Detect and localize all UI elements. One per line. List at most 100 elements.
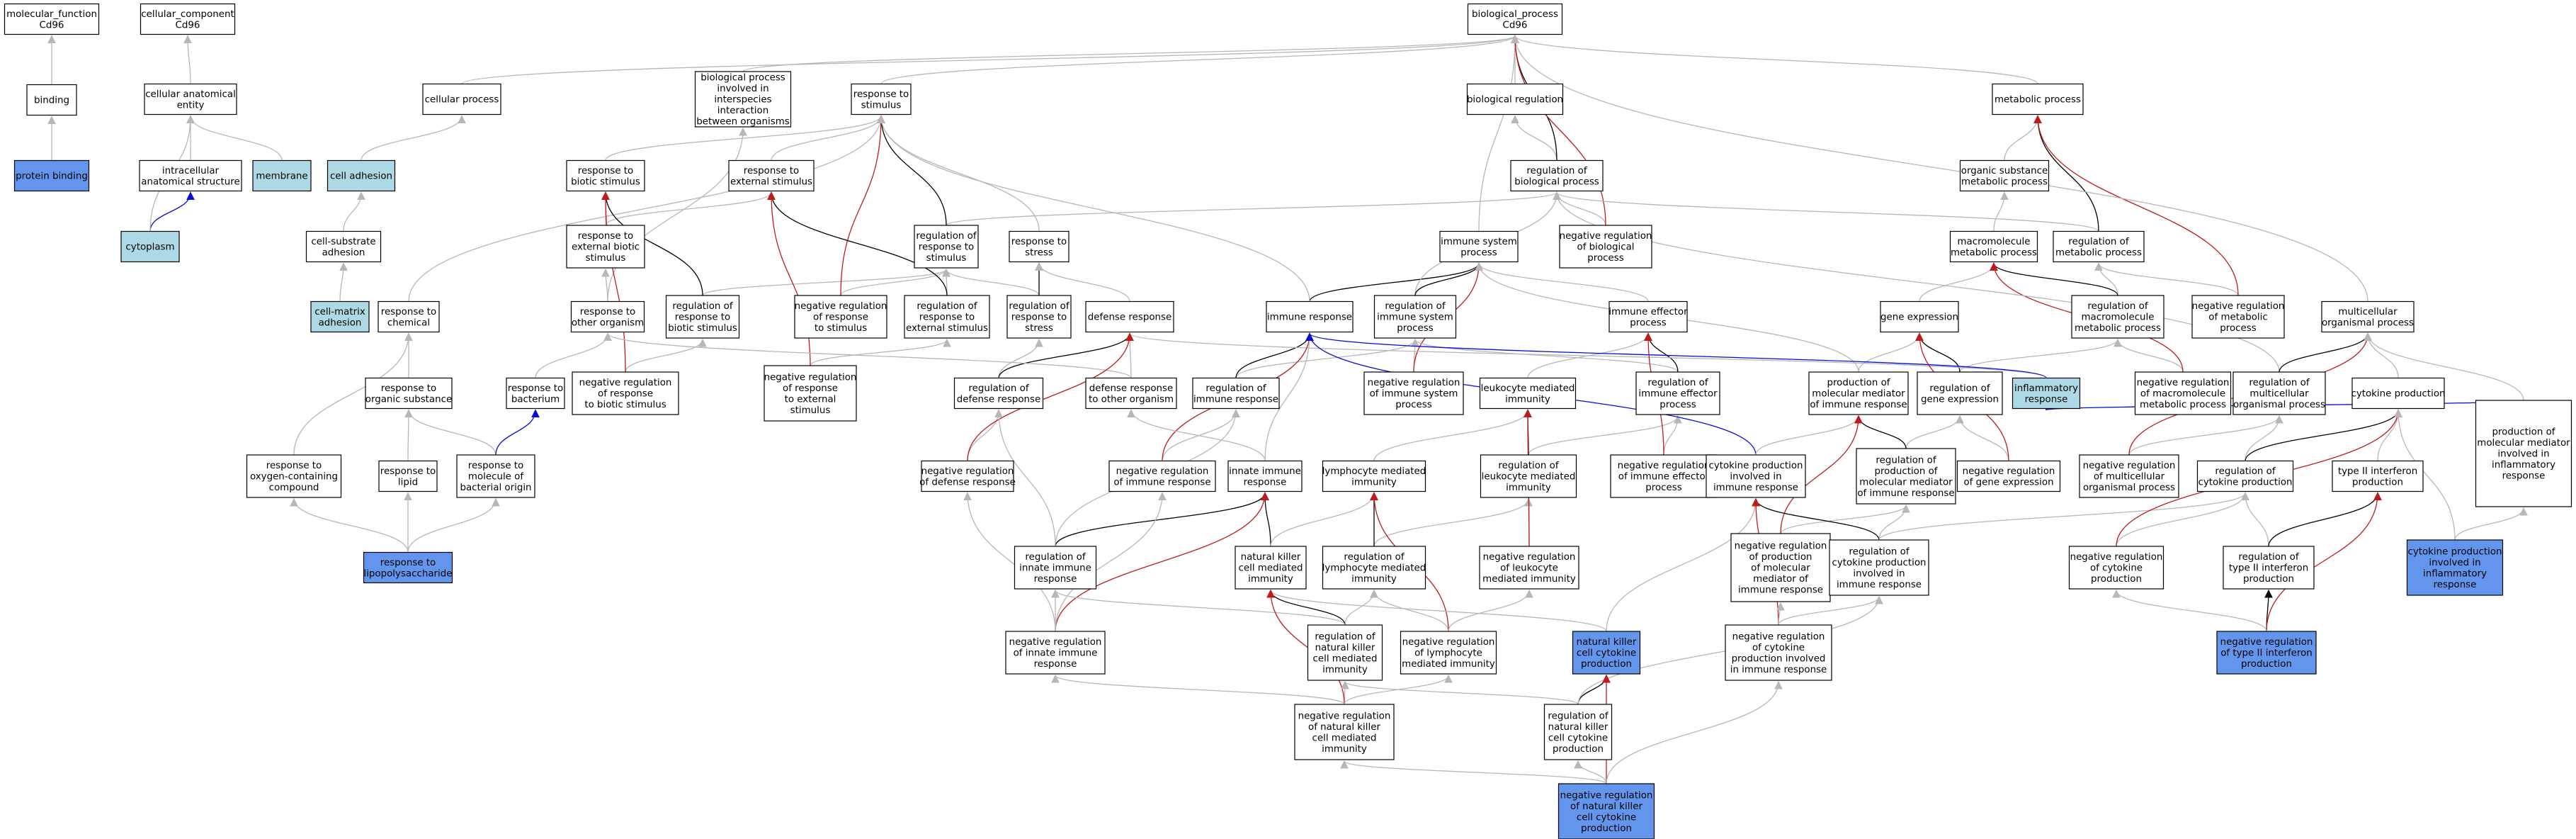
node-immune-response[interactable]: immune response [1266,300,1354,333]
node-gene-expression[interactable]: gene expression [1880,300,1959,333]
node-box [1006,295,1072,339]
node-biological-regulation[interactable]: biological regulation [1466,83,1564,116]
node-protein-binding[interactable]: protein binding [13,159,90,192]
node-box [4,3,100,35]
node-box [1992,83,2084,116]
node-metabolic-process[interactable]: metabolic process [1992,83,2084,116]
node-binding[interactable]: binding [26,84,77,116]
node-cytokine-production[interactable]: cytokine production [2351,377,2446,410]
node-cytoplasm[interactable]: cytoplasm [120,230,180,263]
edge-is-a [963,492,1056,632]
node-membrane[interactable]: membrane [252,159,312,192]
node-label-line: metabolic process [1951,247,2037,258]
node-cell-adhesion[interactable]: cell adhesion [327,159,396,192]
node-defense-response[interactable]: defense response [1085,300,1174,333]
node-label-line: immune response [1837,580,1922,590]
node-cellular-process[interactable]: cellular process [422,83,501,116]
node-box [1373,295,1457,339]
